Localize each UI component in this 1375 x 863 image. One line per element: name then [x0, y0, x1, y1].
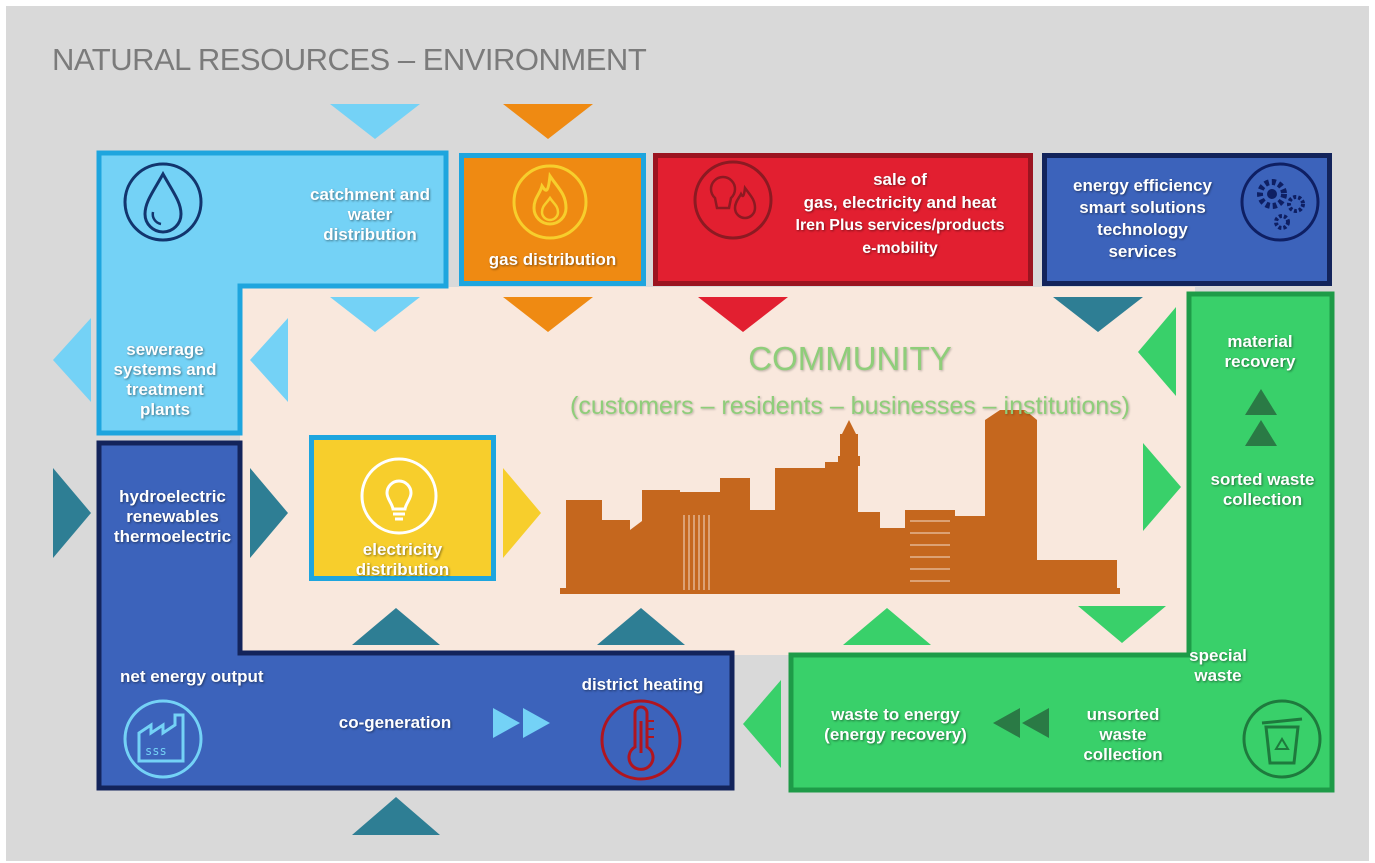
district-heating-up-arrow — [597, 608, 685, 645]
catchment-label: catchment and water distribution — [310, 185, 430, 244]
sewerage-in-arrow — [250, 318, 288, 402]
efficiency-down-arrow — [1053, 297, 1143, 332]
sewerage-label: sewerage systems and treatment plants — [113, 340, 217, 419]
waste-energy-up-arrow — [843, 608, 931, 645]
sorted-waste-arrow — [1143, 443, 1181, 531]
waste-to-heat-arrow — [743, 680, 781, 768]
water-drop-icon — [123, 162, 203, 242]
unsorted-waste-label: unsorted waste collection — [1083, 705, 1163, 764]
net-output-up-arrow — [352, 608, 440, 645]
water-down-arrow — [330, 297, 420, 332]
material-recovery-label: material recovery — [1224, 332, 1296, 371]
bulb-flame-icon — [693, 160, 773, 240]
light-bulb-icon — [360, 457, 438, 535]
district-heating-label: district heating — [581, 675, 704, 694]
efficiency-label: energy efficiency smart solutions techno… — [1073, 176, 1212, 261]
bottom-inflow-arrow — [352, 797, 440, 835]
cogeneration-arrow-1 — [493, 708, 520, 738]
cogeneration-arrow-2 — [523, 708, 550, 738]
waste-to-energy-label: waste to energy (energy recovery) — [824, 705, 967, 744]
generation-in-arrow — [53, 468, 91, 558]
recovery-up-arrow-2 — [1245, 420, 1277, 446]
thermometer-icon — [600, 699, 682, 781]
svg-text:sss: sss — [145, 744, 167, 758]
page-title: NATURAL RESOURCES – ENVIRONMENT — [52, 42, 647, 77]
sales-label: sale of gas, electricity and heat Iren P… — [795, 170, 1005, 257]
electricity-label: electricity distribution — [355, 540, 450, 579]
factory-icon: sss — [123, 699, 203, 779]
city-skyline — [560, 410, 1120, 594]
community-subtitle: (customers – residents – businesses – in… — [570, 392, 1130, 420]
special-waste-down-arrow — [1078, 606, 1166, 643]
recovery-up-arrow-1 — [1245, 389, 1277, 415]
sales-block — [653, 153, 1033, 286]
efficiency-block — [1042, 153, 1332, 286]
gas-distribution-label: gas distribution — [488, 250, 617, 269]
special-waste-label: special waste — [1189, 646, 1247, 685]
generation-to-electricity-arrow — [250, 468, 288, 558]
water-inflow-arrow — [330, 104, 420, 139]
unsorted-arrow-2 — [1022, 708, 1049, 738]
sorted-waste-label: sorted waste collection — [1210, 470, 1315, 509]
generation-sources-label: hydroelectric renewables thermoelectric — [113, 487, 232, 546]
sales-down-arrow — [698, 297, 788, 332]
cogeneration-label: co-generation — [338, 713, 452, 732]
electricity-to-community-arrow — [503, 468, 541, 558]
community-title: COMMUNITY — [748, 340, 952, 377]
gas-down-arrow — [503, 297, 593, 332]
recycling-bin-icon — [1242, 699, 1322, 779]
sewerage-out-arrow — [53, 318, 91, 402]
gas-inflow-arrow — [503, 104, 593, 139]
flame-icon — [512, 164, 588, 240]
material-recovery-arrow — [1138, 307, 1176, 396]
net-energy-output-label: net energy output — [120, 667, 264, 686]
unsorted-arrow-1 — [993, 708, 1020, 738]
gears-icon — [1240, 162, 1320, 242]
